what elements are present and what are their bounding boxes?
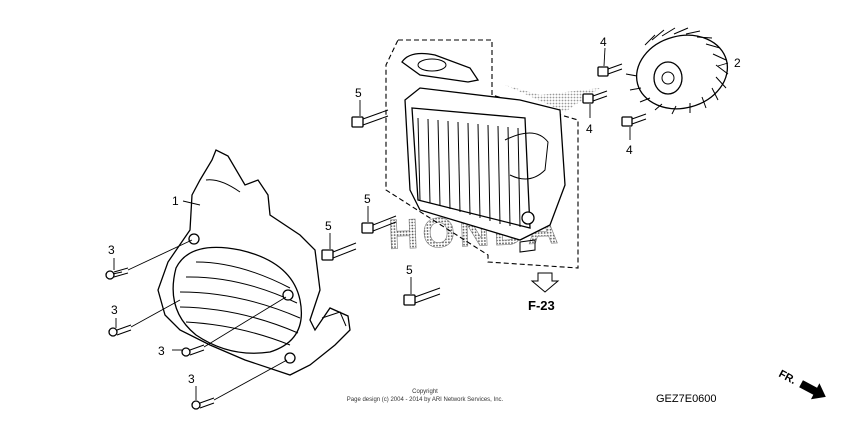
- reference-arrow: [530, 272, 560, 293]
- screw-3d: [191, 397, 215, 410]
- callout-4c: 4: [626, 143, 633, 157]
- leader-lines: [113, 47, 729, 401]
- bolt-5a: [351, 109, 389, 128]
- callout-5b: 5: [364, 192, 371, 206]
- bolt-5b: [361, 215, 397, 234]
- screw-3c: [181, 344, 205, 357]
- callout-4a: 4: [600, 35, 607, 49]
- screw-3b: [108, 324, 132, 337]
- callout-3d: 3: [188, 372, 195, 386]
- callout-3c: 3: [158, 344, 165, 358]
- callout-5d: 5: [406, 263, 413, 277]
- front-indicator: FR.: [777, 368, 826, 400]
- front-arrow-icon: [799, 380, 826, 400]
- reference-label: F-23: [528, 298, 555, 313]
- callout-5c: 5: [325, 219, 332, 233]
- engine-cylinder: [401, 52, 566, 253]
- diagram-code: GEZ7E0600: [656, 393, 717, 405]
- callout-5a: 5: [355, 86, 362, 100]
- copyright-line-2: Page design (c) 2004 - 2014 by ARI Netwo…: [347, 397, 504, 403]
- fan-bolt-4a: [597, 63, 623, 77]
- callout-3b: 3: [111, 303, 118, 317]
- callout-2: 2: [734, 56, 741, 70]
- fan-bolt-4b: [582, 90, 608, 104]
- screw-3a: [105, 267, 129, 280]
- callout-4b: 4: [586, 122, 593, 136]
- callout-1: 1: [172, 194, 179, 208]
- fan-bolt-4c: [621, 113, 647, 127]
- bolt-5d: [403, 287, 441, 306]
- bolt-5c: [321, 242, 357, 261]
- fan-shroud: [157, 149, 351, 376]
- front-indicator-label: FR.: [777, 368, 798, 387]
- engine-dashed-outline: [385, 39, 579, 269]
- callout-3a: 3: [108, 243, 115, 257]
- cooling-fan: [625, 27, 729, 115]
- copyright-line-1: Copyright: [412, 389, 438, 395]
